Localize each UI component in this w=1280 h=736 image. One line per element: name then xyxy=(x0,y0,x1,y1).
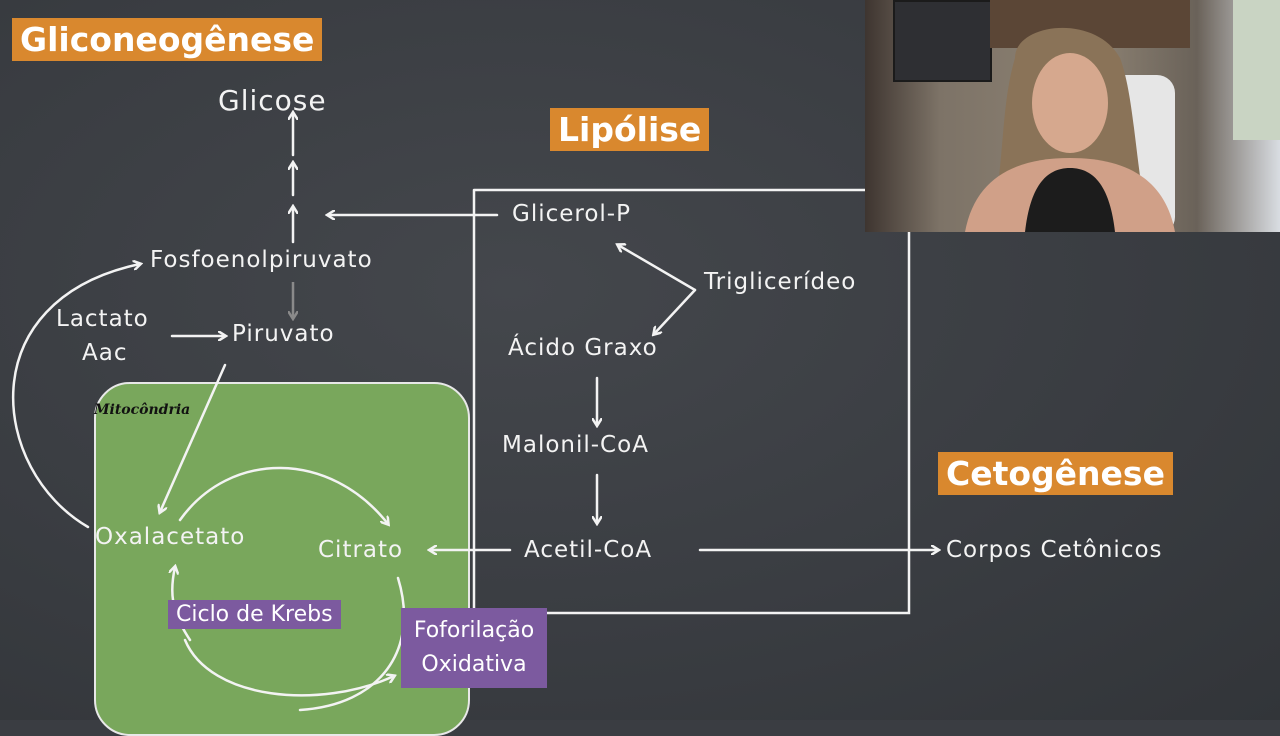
node-glicose: Glicose xyxy=(218,84,327,117)
krebs-arc-top xyxy=(178,466,388,524)
section-lipolise: Lipólise xyxy=(550,108,710,151)
node-aac: Aac xyxy=(82,340,128,366)
node-fosfoenolpiruvato: Fosfoenolpiruvato xyxy=(150,247,373,273)
node-citrato: Citrato xyxy=(318,537,404,563)
node-oxalacetato: Oxalacetato xyxy=(95,524,246,550)
section-gliconeogenese: Gliconeogênese xyxy=(12,18,323,61)
node-triglicerideo: Triglicerídeo xyxy=(704,269,857,295)
mitochondria-label: Mitocôndria xyxy=(94,402,191,418)
section-cetogenese: Cetogênese xyxy=(938,452,1173,495)
arrow-piruvato-to-oxalacetato xyxy=(160,363,227,512)
arrow-tg-to-glicerol xyxy=(618,245,697,292)
arrow-oxalacetato-to-pep xyxy=(11,264,140,529)
fosforilacao-line2: Oxidativa xyxy=(421,652,527,677)
fosforilacao-line1: Foforilação xyxy=(413,618,535,643)
node-lactato: Lactato xyxy=(56,306,149,332)
webcam-window xyxy=(1233,0,1280,140)
node-acetil-coa: Acetil-CoA xyxy=(524,537,653,563)
box-ciclo-krebs: Ciclo de Krebs xyxy=(168,600,341,629)
node-malonil-coa: Malonil-CoA xyxy=(502,432,649,458)
webcam-video xyxy=(865,0,1280,232)
node-acido-graxo: Ácido Graxo xyxy=(508,335,658,361)
krebs-arc-right xyxy=(298,576,406,712)
webcam-presenter xyxy=(965,27,1175,232)
box-fosforilacao-oxidativa: Foforilação Oxidativa xyxy=(401,608,547,688)
krebs-to-fosforilacao xyxy=(183,638,394,697)
lipolysis-box-outline xyxy=(472,188,911,615)
node-corpos-cetonicos: Corpos Cetônicos xyxy=(946,537,1163,563)
webcam-poster xyxy=(893,0,992,82)
node-piruvato: Piruvato xyxy=(232,321,335,347)
diagram-arrows xyxy=(11,0,1280,712)
node-glicerol-p: Glicerol-P xyxy=(512,201,631,227)
arrow-tg-to-acido xyxy=(654,288,697,334)
